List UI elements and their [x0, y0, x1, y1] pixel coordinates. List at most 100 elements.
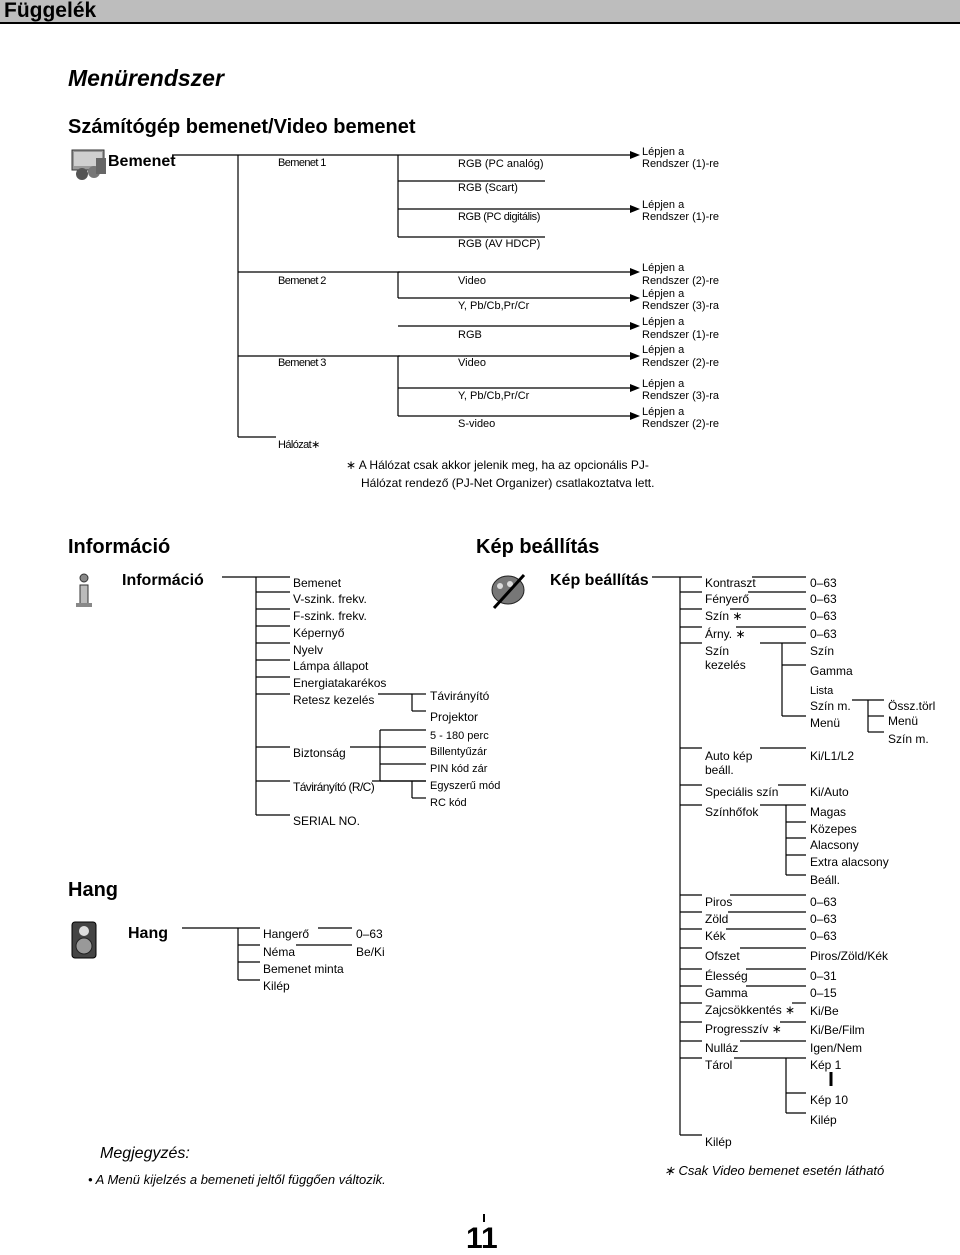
kep-value: Közepes — [810, 822, 857, 836]
input-note-2: Hálózat rendező (PJ-Net Organizer) csatl… — [361, 476, 655, 490]
kep-value: Lista — [810, 685, 834, 697]
kep-value: Menü — [810, 716, 841, 730]
kep-value: Ki/Be/Film — [810, 1023, 865, 1037]
retesz-sub: Projektor — [430, 710, 479, 724]
input-b1: Bemenet 1 — [278, 157, 326, 169]
step-1c: Lépjen a — [642, 316, 685, 328]
lista-sub: Össz.törl — [888, 699, 936, 713]
step-3a: Lépjen a — [642, 288, 685, 300]
input-video2: Video — [458, 357, 486, 369]
kep-item: Piros — [705, 895, 733, 909]
kep-item: Kontraszt — [705, 576, 756, 590]
kep-value: 0–63 — [810, 592, 837, 606]
kep-value: Ki/Auto — [810, 785, 849, 799]
biz-sub: RC kód — [430, 797, 467, 809]
input-halozat: Hálózat∗ — [278, 439, 320, 451]
input-video: Video — [458, 275, 486, 287]
kep-value: Kilép — [810, 1113, 837, 1127]
kep-item: Élesség — [705, 969, 748, 983]
info-item: Lámpa állapot — [293, 659, 369, 673]
kep-value: 0–63 — [810, 895, 837, 909]
step-1a: Lépjen a — [642, 146, 685, 158]
hang-item: Néma — [263, 945, 296, 959]
kep-item: Zajcsökkentés ∗ — [705, 1003, 796, 1017]
kep-item: Kék — [705, 929, 726, 943]
info-item: V-szink. frekv. — [293, 592, 367, 606]
kep-value: Extra alacsony — [810, 855, 889, 869]
input-rgb-scart: RGB (Scart) — [458, 182, 518, 194]
kep-value: 0–31 — [810, 969, 837, 983]
menu-title: Menürendszer — [68, 65, 224, 91]
input-root: Bemenet — [108, 153, 176, 170]
header-bar — [0, 0, 960, 22]
hang-section-title: Hang — [68, 879, 118, 901]
step-2a: Lépjen a — [642, 262, 685, 274]
biz-sub: 5 - 180 perc — [430, 730, 489, 742]
kep-value: 0–63 — [810, 929, 837, 943]
sys-3a: Rendszer (3)-ra — [642, 300, 720, 312]
input-b3: Bemenet 3 — [278, 357, 326, 369]
input-rgb-pc-analog: RGB (PC analóg) — [458, 158, 544, 170]
info-item: Energiatakarékos — [293, 676, 387, 690]
kep-value: Piros/Zöld/Kék — [810, 949, 889, 963]
info-item: Biztonság — [293, 746, 346, 760]
biz-sub: Egyszerű mód — [430, 780, 501, 792]
input-ypb: Y, Pb/Cb,Pr/Cr — [458, 300, 530, 312]
kep-value: 0–63 — [810, 912, 837, 926]
kep-value: Szín m. — [810, 699, 851, 713]
kep-item: Gamma — [705, 986, 748, 1000]
kep-value: Ki/Be — [810, 1004, 839, 1018]
note-title: Megjegyzés: — [100, 1145, 190, 1162]
kep-item: kezelés — [705, 658, 746, 672]
hang-item: Bemenet minta — [263, 962, 344, 976]
kep-value: 0–63 — [810, 576, 837, 590]
kep-item: Speciális szín — [705, 785, 779, 799]
step-2c: Lépjen a — [642, 406, 685, 418]
kep-item: Zöld — [705, 912, 729, 926]
info-item: F-szink. frekv. — [293, 609, 367, 623]
input-note-1: ∗ A Hálózat csak akkor jelenik meg, ha a… — [346, 458, 649, 472]
page-number-tick — [483, 1214, 485, 1222]
kep-item: Fényerő — [705, 592, 750, 606]
info-section-title: Információ — [68, 536, 171, 558]
page-number: 11 — [466, 1222, 498, 1255]
info-item: Nyelv — [293, 643, 324, 657]
kep-item: Auto kép — [705, 749, 753, 763]
retesz-sub: Távirányító — [430, 689, 490, 703]
kep-item: Progresszív ∗ — [705, 1022, 782, 1036]
kep-value: 0–63 — [810, 609, 837, 623]
info-item: Bemenet — [293, 576, 342, 590]
lista-sub: Szín m. — [888, 732, 929, 746]
kep-section-title: Kép beállítás — [476, 536, 600, 558]
kep-item: beáll. — [705, 763, 734, 777]
hang-item: Kilép — [263, 979, 290, 993]
kep-value: 0–15 — [810, 986, 837, 1000]
step-3b: Lépjen a — [642, 378, 685, 390]
sys-1a: Rendszer (1)-re — [642, 158, 720, 170]
hang-value: Be/Ki — [356, 945, 385, 959]
input-b2: Bemenet 2 — [278, 275, 326, 287]
sys-1b: Rendszer (1)-re — [642, 211, 720, 223]
kep-value: Magas — [810, 805, 847, 819]
kep-value: Ki/L1/L2 — [810, 749, 855, 763]
input-svideo: S-video — [458, 418, 496, 430]
sys-3b: Rendszer (3)-ra — [642, 390, 720, 402]
kep-item: Szín ∗ — [705, 609, 743, 623]
kep-value: Kép 10 — [810, 1093, 849, 1107]
info-item: Képernyő — [293, 626, 345, 640]
input-section-title: Számítógép bemenet/Video bemenet — [68, 116, 416, 138]
note-bullet: • A Menü kijelzés a bemeneti jeltől függ… — [88, 1172, 386, 1187]
kep-item: Árny. ∗ — [705, 627, 746, 641]
kep-value: Szín — [810, 644, 835, 658]
kep-item: Színhőfok — [705, 805, 759, 819]
kep-footnote: ∗ Csak Video bemenet esetén látható — [664, 1163, 885, 1178]
sys-2b: Rendszer (2)-re — [642, 357, 720, 369]
kep-value: Alacsony — [810, 838, 859, 852]
kep-item: Tárol — [705, 1058, 733, 1072]
biz-sub: Billentyűzár — [430, 746, 487, 758]
input-ypb2: Y, Pb/Cb,Pr/Cr — [458, 390, 530, 402]
